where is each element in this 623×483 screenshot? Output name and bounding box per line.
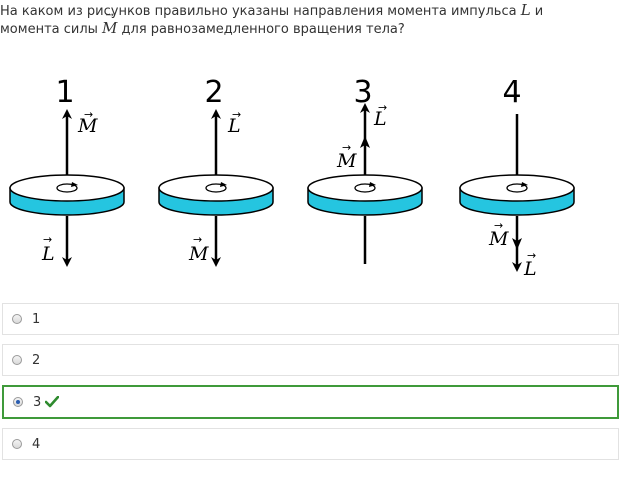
question-part-3: для равнозамедленного вращения тела? [117, 22, 405, 37]
panel-4-second-arrowhead [512, 238, 522, 250]
panel-1-top-label: M [77, 115, 98, 137]
panel-4-disk [459, 174, 575, 216]
answer-option-1[interactable]: 1 [2, 303, 619, 335]
radio-option-4[interactable] [12, 439, 22, 449]
svg-text:→: → [378, 101, 387, 114]
svg-text:→: → [232, 108, 241, 121]
vector-l-symbol: →L [520, 0, 531, 19]
answer-option-4[interactable]: 4 [2, 428, 619, 460]
panel-1-bottom-label: L [41, 243, 55, 265]
answer-label-1: 1 [32, 311, 41, 327]
panel-2: 2 → L → M [158, 75, 274, 267]
panel-2-bottom-label: M [188, 243, 209, 265]
svg-text:→: → [193, 233, 202, 246]
radio-option-3[interactable] [13, 397, 23, 407]
answer-label-4: 4 [32, 436, 41, 452]
panel-1: 1 → M → L [9, 75, 125, 267]
question-text: На каком из рисунков правильно указаны н… [0, 0, 600, 38]
panel-3-number: 3 [353, 75, 372, 110]
answer-option-3[interactable]: 3 [2, 385, 619, 419]
panel-3-second-arrowhead [360, 136, 370, 148]
panel-2-disk [158, 174, 274, 216]
radio-option-1[interactable] [12, 314, 22, 324]
svg-text:→: → [494, 219, 503, 232]
panel-3: 3 → L → M [307, 75, 423, 264]
panel-2-number: 2 [204, 75, 223, 110]
rotation-diagram: .num { font-family: "DejaVu Sans", sans-… [0, 68, 623, 278]
panel-2-top-label: L [227, 115, 241, 137]
svg-text:→: → [43, 233, 52, 246]
panel-3-top-label: L [373, 108, 387, 130]
panel-4-number: 4 [502, 75, 521, 110]
check-icon [45, 396, 60, 408]
radio-option-2[interactable] [12, 355, 22, 365]
panel-4-low-label-1: M [488, 228, 509, 250]
answer-option-2[interactable]: 2 [2, 344, 619, 376]
panel-1-disk [9, 174, 125, 216]
question-part-1: На каком из рисунков правильно указаны н… [0, 4, 521, 19]
panel-1-number: 1 [55, 75, 74, 110]
question-part-2: и момента силы [0, 4, 544, 37]
svg-text:→: → [342, 141, 351, 154]
panel-3-disk [307, 174, 423, 216]
answer-label-2: 2 [32, 352, 41, 368]
panel-4: 4 → M → L [459, 75, 575, 278]
panel-4-low-label-2: L [523, 258, 537, 278]
svg-text:→: → [84, 108, 93, 121]
answer-label-3: 3 [33, 394, 42, 410]
svg-text:→: → [527, 249, 536, 262]
panel-3-side-label: M [336, 150, 357, 172]
vector-m-symbol: →M [102, 10, 118, 37]
